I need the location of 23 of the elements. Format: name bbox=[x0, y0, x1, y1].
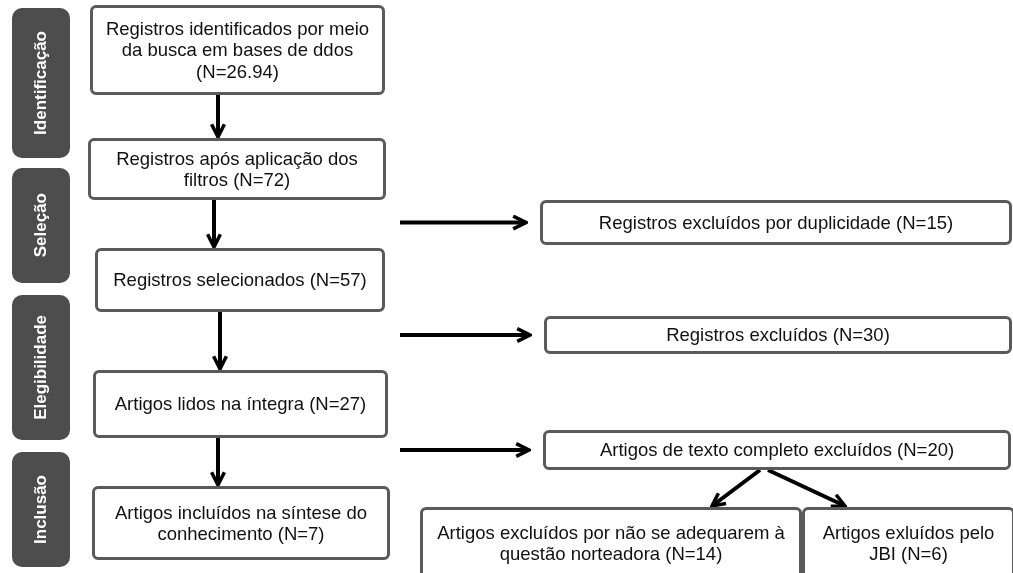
arrow bbox=[205, 200, 223, 249]
process-box: Registros após aplicação dos filtros (N=72) bbox=[88, 138, 386, 200]
arrow bbox=[400, 326, 532, 344]
process-box: Registros excluídos por duplicidade (N=15) bbox=[540, 200, 1012, 245]
stage-band: Seleção bbox=[12, 168, 70, 283]
stage-band: Elegibilidade bbox=[12, 295, 70, 440]
process-box: Artigos lidos na íntegra (N=27) bbox=[93, 370, 388, 438]
process-box: Artigos excluídos por não se adequarem à questão norteadora (N=14) bbox=[420, 507, 802, 573]
process-box: Artigos exluídos pelo JBI (N=6) bbox=[802, 507, 1013, 573]
arrow bbox=[710, 468, 762, 508]
stage-band: Inclusão bbox=[12, 452, 70, 567]
process-box: Artigos incluídos na síntese do conhecimento (N=7) bbox=[92, 486, 390, 560]
arrow bbox=[767, 468, 847, 509]
process-box: Registros selecionados (N=57) bbox=[95, 248, 385, 312]
process-box: Registros identificados por meio da busca em bases de ddos (N=26.94) bbox=[90, 5, 385, 95]
arrow bbox=[400, 214, 528, 231]
process-box: Registros excluídos (N=30) bbox=[544, 316, 1012, 354]
arrow bbox=[209, 95, 227, 139]
arrow bbox=[211, 312, 229, 371]
arrow bbox=[400, 441, 531, 459]
process-box: Artigos de texto completo excluídos (N=20) bbox=[543, 430, 1011, 470]
stage-band: Identificação bbox=[12, 8, 70, 158]
arrow bbox=[209, 438, 227, 487]
